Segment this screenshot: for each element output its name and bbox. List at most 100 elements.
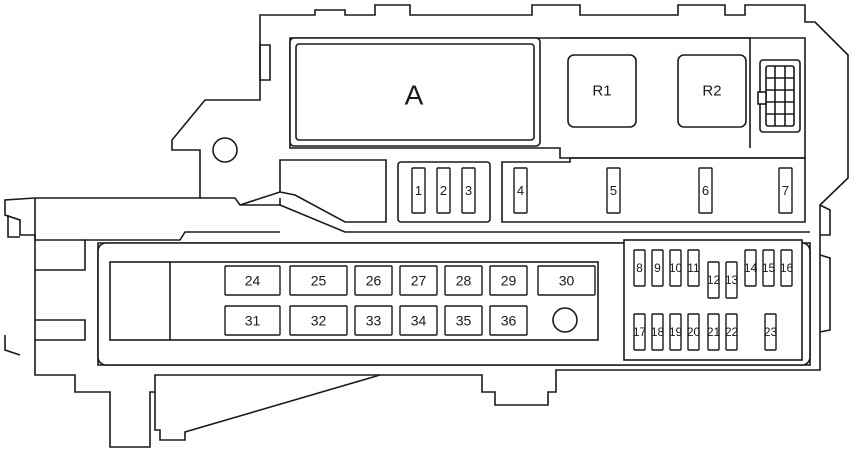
relay-r2-label: R2 — [702, 83, 721, 100]
fuse-8[interactable]: 8 — [633, 249, 646, 287]
fuse-22-body — [725, 313, 738, 351]
fuse-5-body — [606, 167, 621, 214]
fuse-5[interactable]: 5 — [606, 167, 621, 214]
fuse-16-label: 16 — [780, 261, 794, 275]
fuse-11[interactable]: 11 — [687, 249, 700, 287]
fuse-27[interactable]: 27 — [399, 265, 438, 296]
fuse-16[interactable]: 16 — [780, 249, 794, 287]
fuse-12[interactable]: 12 — [707, 261, 721, 299]
fuse-17[interactable]: 17 — [633, 313, 647, 351]
fuse-24-label: 24 — [245, 273, 261, 289]
fuse-30-label: 30 — [559, 273, 575, 289]
fuse-11-body — [687, 249, 700, 287]
fuse-35[interactable]: 35 — [444, 305, 483, 336]
fuse-23[interactable]: 23 — [764, 313, 778, 351]
fuse-3-label: 3 — [465, 183, 472, 198]
fuse-15-body — [762, 249, 775, 287]
fuse-10-label: 10 — [669, 261, 683, 275]
fuse-34-body — [399, 305, 438, 336]
fuse-7-body — [778, 167, 793, 214]
fuse-1[interactable]: 1 — [411, 167, 426, 214]
fuse-13-label: 13 — [725, 273, 739, 287]
fuse-29[interactable]: 29 — [489, 265, 528, 296]
fuse-25-label: 25 — [311, 273, 327, 289]
fuse-6-body — [698, 167, 713, 214]
fuse-18[interactable]: 18 — [651, 313, 665, 351]
fuse-15[interactable]: 15 — [762, 249, 776, 287]
fuse-8-body — [633, 249, 646, 287]
fuse-3[interactable]: 3 — [461, 167, 476, 214]
fuse-16-body — [780, 249, 793, 287]
fuse-33-body — [354, 305, 393, 336]
fuse-36-body — [489, 305, 528, 336]
fuse-18-body — [651, 313, 664, 351]
relay-area — [560, 37, 751, 148]
fuse-6[interactable]: 6 — [698, 167, 713, 214]
fuse-2[interactable]: 2 — [436, 167, 451, 214]
fuse-1-body — [411, 167, 426, 214]
fuse-8-label: 8 — [636, 261, 643, 275]
fuse-36[interactable]: 36 — [489, 305, 528, 336]
fuse-19-label: 19 — [669, 325, 683, 339]
fuse-19[interactable]: 19 — [669, 313, 683, 351]
relay-r1[interactable] — [567, 54, 637, 128]
fuse-4-body — [513, 167, 528, 214]
fuse-31[interactable]: 31 — [224, 305, 281, 336]
fuse-28-body — [444, 265, 483, 296]
fuse-27-label: 27 — [411, 273, 427, 289]
fuse-14-body — [744, 249, 757, 287]
fuse-22-label: 22 — [725, 325, 739, 339]
fuse-13[interactable]: 13 — [725, 261, 739, 299]
connector-icon — [757, 59, 801, 133]
fuse-21-body — [707, 313, 720, 351]
fuse-34[interactable]: 34 — [399, 305, 438, 336]
fuse-26[interactable]: 26 — [354, 265, 393, 296]
fuse-25-body — [289, 265, 348, 296]
fuse-17-label: 17 — [633, 325, 647, 339]
fuse-13-body — [725, 261, 738, 299]
fuse-32-body — [289, 305, 348, 336]
fuse-9[interactable]: 9 — [651, 249, 664, 287]
fuse-4-label: 4 — [517, 183, 524, 198]
relay-r1-label: R1 — [592, 83, 611, 100]
fuse-25[interactable]: 25 — [289, 265, 348, 296]
relay-r2[interactable] — [677, 54, 747, 128]
fuse-18-label: 18 — [651, 325, 665, 339]
fuse-20-body — [687, 313, 700, 351]
fuse-20-label: 20 — [687, 325, 701, 339]
upper-compartment — [289, 37, 806, 159]
fuse-5-label: 5 — [610, 183, 617, 198]
lower-compartment — [97, 239, 811, 366]
fuse-2-label: 2 — [440, 183, 447, 198]
fuse-3-body — [461, 167, 476, 214]
fuse-24[interactable]: 24 — [224, 265, 281, 296]
fuse-9-label: 9 — [654, 261, 661, 275]
fuse-14-label: 14 — [744, 261, 758, 275]
fuse-10[interactable]: 10 — [669, 249, 683, 287]
fuse-31-label: 31 — [245, 313, 261, 329]
fuse-21[interactable]: 21 — [707, 313, 721, 351]
fuse-22[interactable]: 22 — [725, 313, 739, 351]
fuse-7[interactable]: 7 — [778, 167, 793, 214]
fuse-14[interactable]: 14 — [744, 249, 758, 287]
fuse-28[interactable]: 28 — [444, 265, 483, 296]
fuse-12-body — [707, 261, 720, 299]
fuse-34-label: 34 — [411, 313, 427, 329]
fuse-33[interactable]: 33 — [354, 305, 393, 336]
fuse-6-label: 6 — [702, 183, 709, 198]
fuse-30[interactable]: 30 — [537, 265, 596, 296]
fuse-20[interactable]: 20 — [687, 313, 701, 351]
fuse-32[interactable]: 32 — [289, 305, 348, 336]
fuse-9-body — [651, 249, 664, 287]
fuse-4[interactable]: 4 — [513, 167, 528, 214]
fuse-23-label: 23 — [764, 325, 778, 339]
fuse-26-label: 26 — [366, 273, 382, 289]
fuse-21-label: 21 — [707, 325, 721, 339]
fuse-28-label: 28 — [456, 273, 472, 289]
fuse-30-body — [537, 265, 596, 296]
fuse-1-label: 1 — [415, 183, 422, 198]
block-a-label: A — [405, 80, 424, 111]
fuse-17-body — [633, 313, 646, 351]
